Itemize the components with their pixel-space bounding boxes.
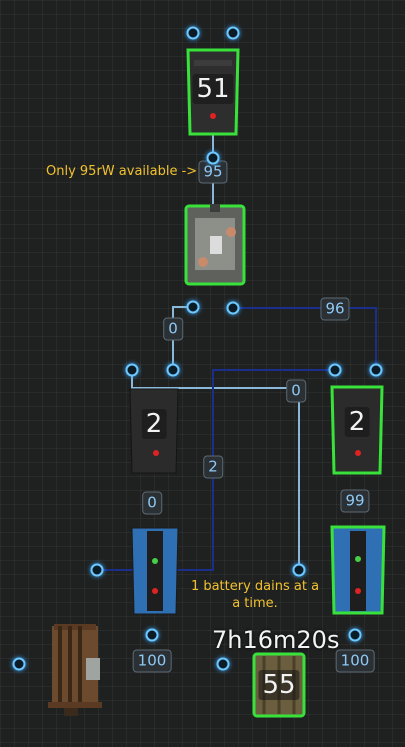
mid-wire-end-port[interactable] [292, 563, 306, 577]
left-battery-output-port[interactable] [145, 628, 159, 642]
top-battery-input-port-left[interactable] [186, 26, 200, 40]
splitter-graphic [184, 204, 246, 286]
splitter-output-port-right[interactable] [226, 301, 240, 315]
wire-value-2: 2 [203, 455, 223, 479]
top-battery[interactable]: 51 [184, 46, 242, 138]
wire-value-100-right: 100 [335, 649, 375, 673]
wire-value-0-splitter: 0 [163, 317, 183, 341]
wire-splitter-to-right-switch[interactable] [233, 307, 377, 370]
wire-value-99: 99 [340, 489, 370, 513]
top-battery-output-port[interactable] [206, 151, 220, 165]
generator-graphic [48, 624, 102, 716]
left-switch-port-b[interactable] [166, 363, 180, 377]
generator-port[interactable] [12, 657, 26, 671]
left-switch-port-a[interactable] [125, 363, 139, 377]
top-battery-charge: 51 [192, 74, 234, 104]
wire-splitter-to-left-switch[interactable] [172, 306, 193, 370]
wire-value-0-mid: 0 [286, 379, 306, 403]
wire-value-96: 96 [320, 297, 350, 321]
battery-note: 1 battery dains at a a time. [190, 579, 320, 611]
wire-value-100-left: 100 [132, 649, 172, 673]
blue-battery-graphic [131, 527, 179, 615]
left-switch[interactable]: 2 [126, 387, 182, 475]
left-blue-battery[interactable] [128, 525, 182, 617]
bottom-battery[interactable]: 55 [250, 650, 308, 720]
right-blue-battery[interactable] [328, 523, 388, 617]
splitter-output-port-left[interactable] [186, 300, 200, 314]
bottom-battery-timer: 7h16m20s [212, 626, 340, 654]
left-switch-value: 2 [141, 409, 167, 439]
wire-0-mid[interactable] [131, 370, 300, 570]
left-battery-input-port[interactable] [90, 563, 104, 577]
right-switch-value: 2 [344, 407, 370, 437]
bottom-battery-charge: 55 [258, 670, 300, 700]
bottom-battery-port-left[interactable] [216, 657, 230, 671]
right-switch-port-b[interactable] [369, 363, 383, 377]
generator[interactable] [44, 618, 108, 720]
right-switch-port-a[interactable] [328, 363, 342, 377]
available-note: Only 95rW available -> [46, 164, 198, 179]
top-battery-input-port-right[interactable] [226, 26, 240, 40]
blue-battery-graphic [330, 525, 386, 615]
wire-value-95: 95 [198, 160, 228, 184]
splitter[interactable] [183, 200, 247, 288]
right-switch[interactable]: 2 [328, 383, 386, 477]
wire-value-0-left: 0 [142, 491, 162, 515]
right-battery-output-port[interactable] [348, 628, 362, 642]
